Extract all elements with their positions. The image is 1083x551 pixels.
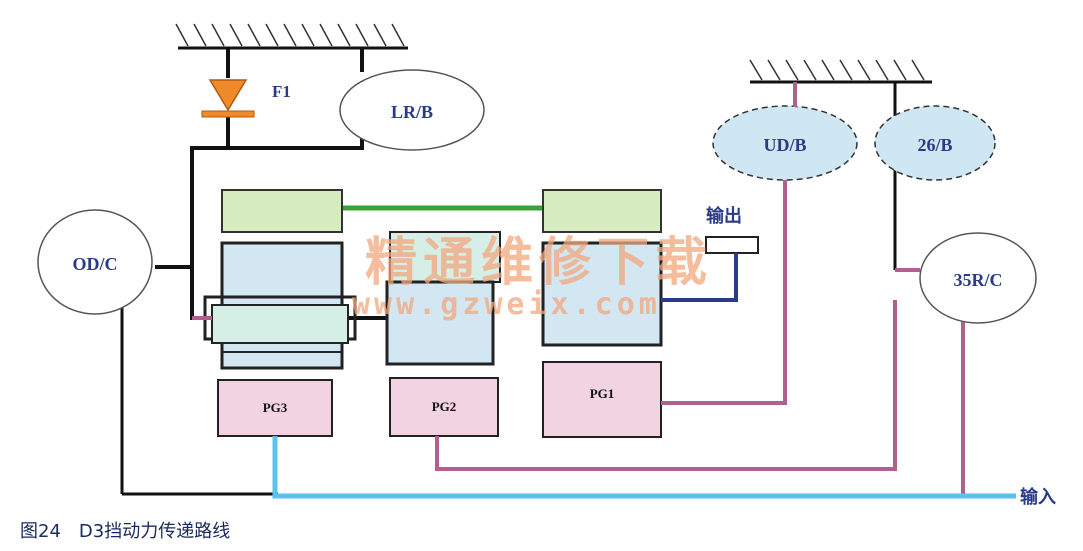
pink-paths [192,82,965,498]
pg2-box: PG2 [389,377,499,437]
udb-brake: UD/B [712,105,858,181]
pg1-box: PG1 [542,361,662,438]
r35c-clutch: 35R/C [919,232,1037,324]
lrb-label: LR/B [391,102,433,122]
watermark-url: www.gzweix.com [352,287,661,322]
ground-left [175,23,408,50]
pg1-label: PG1 [590,386,615,401]
r35c-label: 35R/C [954,270,1003,290]
ground-right [749,59,932,84]
watermark-cn: 精通维修下载 [365,233,713,293]
lrb-brake: LR/B [339,69,485,151]
pg2-gearset [385,231,501,366]
f1-label: F1 [272,82,291,101]
pg3-box: PG3 [217,379,333,437]
odc-clutch: OD/C [37,209,153,315]
b26-label: 26/B [917,135,952,155]
input-label: 输入 [1020,486,1056,508]
figure-number: 图24 [20,521,61,542]
f1-diode-icon [201,79,255,118]
output-shaft [661,236,759,302]
figure-title: D3挡动力传递路线 [78,521,231,542]
odc-label: OD/C [73,254,118,274]
udb-label: UD/B [763,135,806,155]
output-label: 输出 [706,205,742,227]
b26-brake: 26/B [874,105,996,181]
green-box-right [542,189,662,233]
green-box-left [221,189,343,233]
pg3-label: PG3 [263,400,288,415]
pg3-gearset [203,241,357,370]
input-shaft [272,436,1016,499]
pg2-label: PG2 [432,399,457,414]
figure-caption: 图24 D3挡动力传递路线 [20,517,248,543]
pg1-gearset [541,241,663,347]
